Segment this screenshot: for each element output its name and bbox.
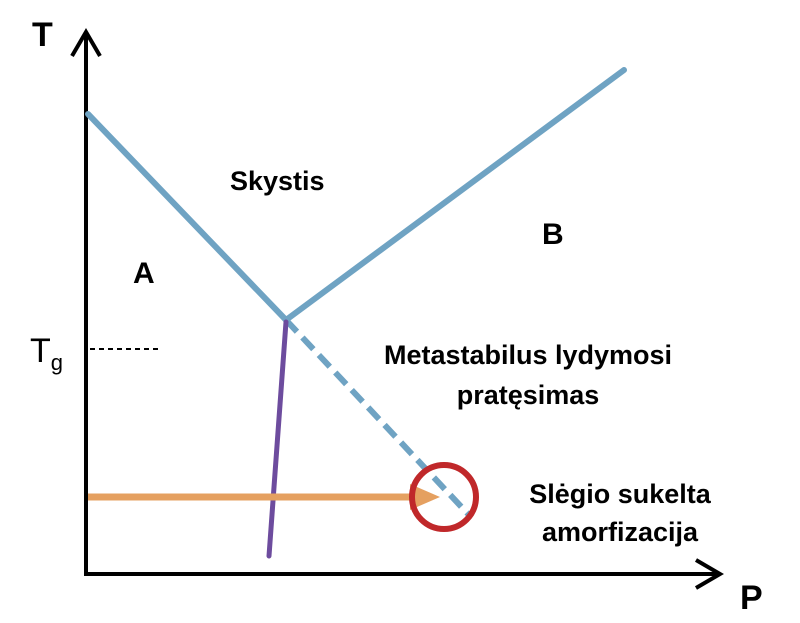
amorphization-circle — [409, 462, 479, 532]
x-axis-arrowhead — [694, 558, 724, 590]
metastable-extension-dashed — [283, 317, 473, 519]
solid-b-liquid-boundary — [283, 67, 627, 323]
solid-a-liquid-boundary — [85, 111, 289, 323]
y-axis-arrowhead — [70, 28, 102, 58]
a-b-boundary — [266, 319, 289, 559]
tg-label: Tg — [30, 332, 63, 375]
region-a-label: A — [133, 257, 155, 290]
y-axis-label: T — [32, 16, 53, 54]
x-axis-label: P — [740, 579, 763, 617]
region-b-label: B — [542, 218, 564, 251]
pressure-arrow-head — [410, 484, 440, 510]
liquid-region-label: Skystis — [230, 166, 325, 196]
